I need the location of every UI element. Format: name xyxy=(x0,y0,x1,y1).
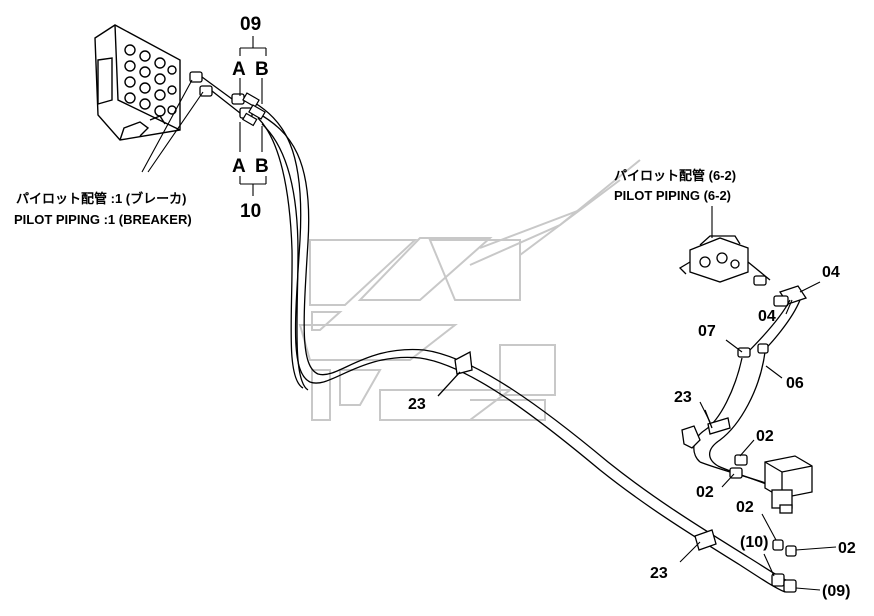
leader-lines xyxy=(239,36,837,591)
right-note-japanese: パイロット配管 (6-2) xyxy=(614,168,736,183)
callout-02-upper-right: 02 xyxy=(756,428,774,445)
callout-23-bottom: 23 xyxy=(650,565,668,582)
hose-end-fittings xyxy=(241,92,266,127)
left-note-english: PILOT PIPING :1 (BREAKER) xyxy=(14,212,192,227)
hoses-06-07 xyxy=(693,343,786,493)
port-b-mid: B xyxy=(255,156,269,177)
left-note-leader xyxy=(141,79,204,173)
callout-02-left: 02 xyxy=(696,484,714,501)
fittings-02-lower xyxy=(771,539,797,593)
solenoid-valve xyxy=(764,455,813,514)
callout-10-bottom: 10 xyxy=(240,201,261,222)
hose-clamp-center xyxy=(437,350,473,397)
callout-09-top: 09 xyxy=(240,14,261,35)
hose-clamp-bottom xyxy=(694,529,717,551)
callout-07: 07 xyxy=(698,323,716,340)
port-a-top: A xyxy=(232,59,246,80)
callout-06: 06 xyxy=(786,375,804,392)
callout-23-center: 23 xyxy=(408,396,426,413)
port-a-mid: A xyxy=(232,156,246,177)
callout-23-right: 23 xyxy=(674,389,692,406)
watermark-logo xyxy=(298,159,641,421)
callout-09-paren: (09) xyxy=(822,583,850,600)
callout-04-lower: 04 xyxy=(758,308,776,325)
hose-clamp-right xyxy=(704,409,731,435)
port-b-top: B xyxy=(255,59,269,80)
callout-02-lower-right: 02 xyxy=(838,540,856,557)
right-note-english: PILOT PIPING (6-2) xyxy=(614,188,731,203)
elbow-fitting xyxy=(681,425,748,479)
left-note-japanese: パイロット配管 :1 (ブレーカ) xyxy=(16,191,186,206)
callout-04-upper: 04 xyxy=(822,264,840,281)
control-valve-block xyxy=(94,24,181,141)
pilot-valve xyxy=(678,235,771,286)
callout-10-paren: (10) xyxy=(740,534,768,551)
callout-02-mid: 02 xyxy=(736,499,754,516)
